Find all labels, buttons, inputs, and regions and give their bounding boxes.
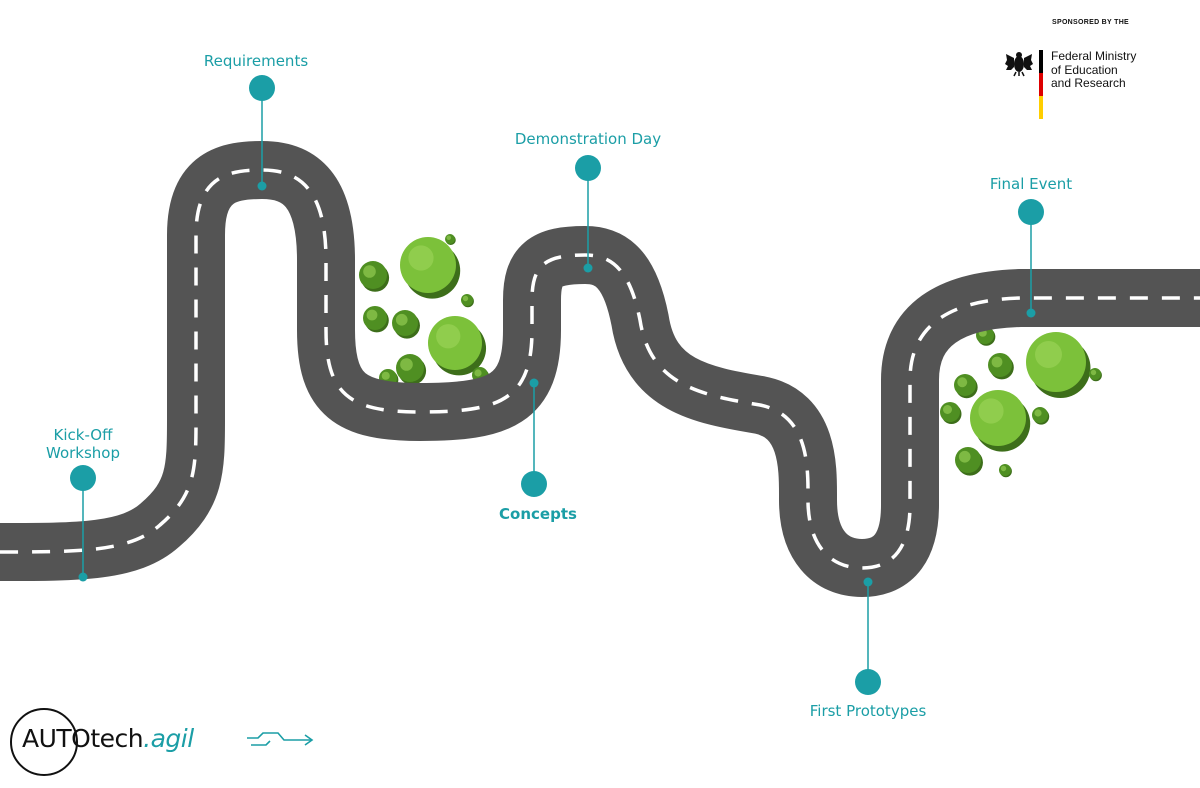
tree-highlight — [436, 324, 461, 349]
milestone-markers — [70, 75, 1044, 695]
ministry-name-line: of Education — [1051, 62, 1118, 77]
milestone-label-line: Concepts — [499, 505, 577, 523]
milestone-label-line: First Prototypes — [809, 702, 927, 720]
brand-name-suffix: .agil — [143, 724, 194, 753]
road-center-marking — [0, 168, 1200, 570]
milestone-label-first-prototypes: First Prototypes — [810, 702, 927, 720]
trees-decoration — [359, 234, 1102, 478]
milestone-label-requirements: Requirements — [204, 52, 308, 70]
milestone-label-final-event: Final Event — [990, 175, 1072, 193]
milestone-label-kick-off: Kick-Off Workshop — [46, 426, 120, 462]
milestone-road-dot-concepts — [529, 378, 539, 388]
tree-highlight — [943, 405, 952, 414]
tree-highlight — [958, 450, 971, 463]
tree-highlight — [1000, 465, 1007, 472]
tree-highlight — [395, 313, 408, 326]
ministry-name-line: and Research — [1051, 76, 1126, 90]
milestone-road-dot-first-prototypes — [863, 577, 873, 587]
brand-wordmark: AUTOtech.agil — [22, 724, 194, 753]
circuit-arrow-icon — [247, 732, 314, 746]
brand-name-main: AUTOtech — [22, 724, 144, 753]
federal-eagle-icon — [1005, 52, 1033, 77]
milestone-road-dot-final-event — [1026, 308, 1036, 318]
tree-highlight — [462, 295, 469, 302]
tree-highlight — [474, 369, 482, 377]
milestone-marker-demonstration-day — [575, 155, 601, 181]
milestone-label-concepts: Concepts — [499, 505, 577, 523]
tree-highlight — [957, 377, 968, 388]
milestone-label-line: Workshop — [45, 444, 121, 462]
brand-logo-ring — [10, 708, 78, 776]
tree-highlight — [1035, 341, 1062, 368]
ministry-name: Federal Ministry of Education and Resear… — [1051, 49, 1137, 91]
tree-highlight — [381, 371, 390, 380]
milestone-marker-first-prototypes — [855, 669, 881, 695]
tree-highlight — [363, 265, 376, 278]
milestone-marker-final-event — [1018, 199, 1044, 225]
milestone-road-dot-requirements — [257, 181, 267, 191]
tree-highlight — [408, 245, 434, 271]
milestone-label-line: Final Event — [989, 175, 1073, 193]
milestone-road-dot-kick-off — [78, 572, 88, 582]
milestone-label-line: Requirements — [203, 52, 309, 70]
winding-road — [0, 141, 1200, 597]
milestone-marker-kick-off — [70, 465, 96, 491]
milestone-label-demonstration-day: Demonstration Day — [515, 130, 661, 148]
milestone-marker-requirements — [249, 75, 275, 101]
tree-highlight — [400, 358, 413, 371]
tree-highlight — [446, 235, 451, 240]
german-flag-stripe — [1039, 50, 1043, 119]
tree-highlight — [1034, 409, 1042, 417]
milestone-label-line: Demonstration Day — [514, 130, 662, 148]
sponsor-caption: SPONSORED BY THE — [1052, 19, 1130, 26]
milestone-marker-concepts — [521, 471, 547, 497]
tree-highlight — [1090, 369, 1097, 376]
tree-highlight — [991, 356, 1003, 368]
tree-highlight — [978, 398, 1004, 424]
tree-highlight — [366, 309, 378, 321]
milestone-label-line: Kick-Off — [53, 426, 113, 444]
milestone-road-dot-demonstration-day — [583, 263, 593, 273]
ministry-name-line: Federal Ministry — [1051, 49, 1137, 63]
